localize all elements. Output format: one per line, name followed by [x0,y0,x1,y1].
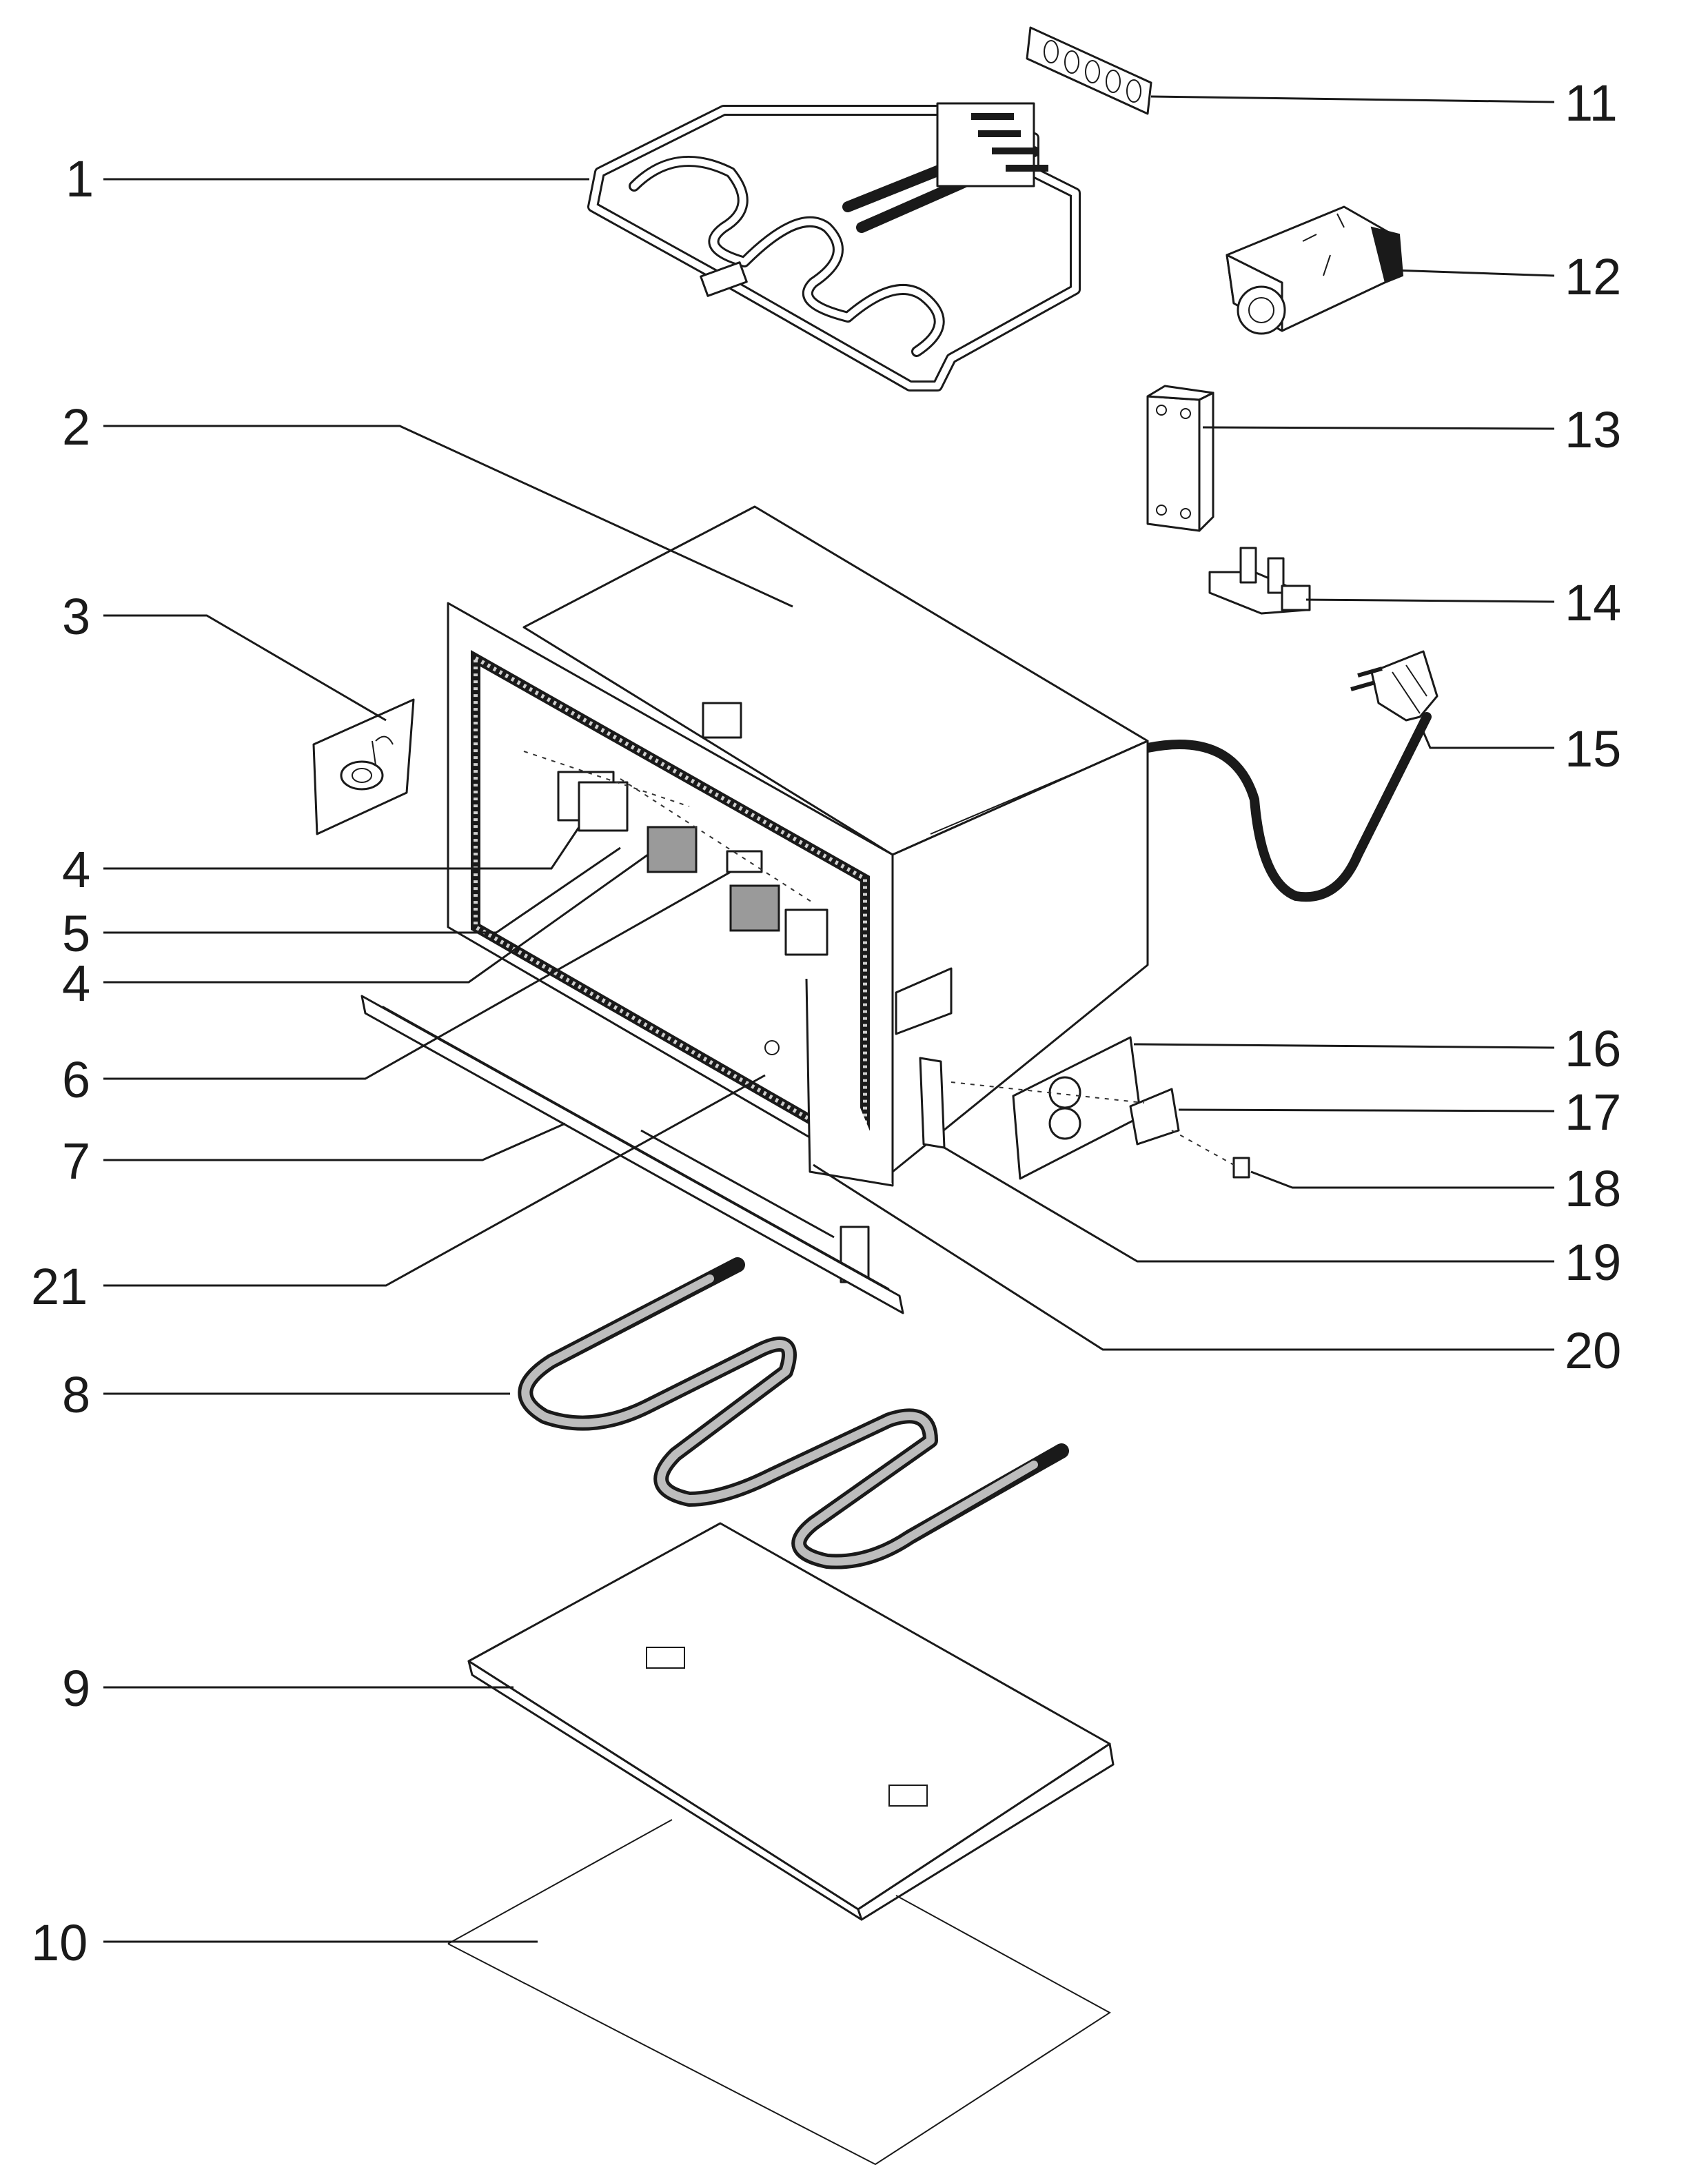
callout-12: 12 [1565,248,1621,305]
callout-9: 9 [62,1660,90,1717]
callout-5: 5 [62,905,90,962]
callout-4b: 4 [62,955,90,1012]
callout-7: 7 [62,1132,90,1190]
rotisserie-motor [1226,205,1404,335]
callout-11: 11 [1565,74,1618,132]
bottom-tray [467,1522,1115,1921]
callout-4a: 4 [62,841,90,898]
lamp-cover-plate [312,698,415,835]
callout-8: 8 [62,1366,90,1423]
callout-2: 2 [62,398,90,456]
callout-18: 18 [1565,1160,1621,1217]
bottom-insulation-sheet [447,1819,1111,2165]
side-panel [1146,385,1214,532]
callout-17: 17 [1565,1084,1621,1141]
callout-3: 3 [62,588,90,645]
top-grill-element [587,102,1081,392]
lower-heating-element [518,1257,1069,1569]
callout-13: 13 [1565,401,1621,458]
callout-leaders [103,95,1555,1943]
callout-1: 1 [65,150,94,207]
callout-6: 6 [62,1051,90,1108]
power-cable-with-plug [1143,650,1438,902]
connector-block [1208,547,1311,615]
callout-14: 14 [1565,574,1621,631]
oven-housing [447,505,1149,1283]
callout-numbers: 1 2 3 4 5 4 6 7 21 8 9 10 11 12 13 14 15… [31,74,1621,1971]
callout-20: 20 [1565,1322,1621,1379]
callout-15: 15 [1565,720,1621,777]
side-bracket-assembly [919,1036,1250,1180]
callout-21: 21 [31,1258,88,1315]
callout-19: 19 [1565,1234,1621,1291]
callout-16: 16 [1565,1020,1621,1077]
callout-10: 10 [31,1914,88,1971]
terminal-strip [1026,26,1152,115]
